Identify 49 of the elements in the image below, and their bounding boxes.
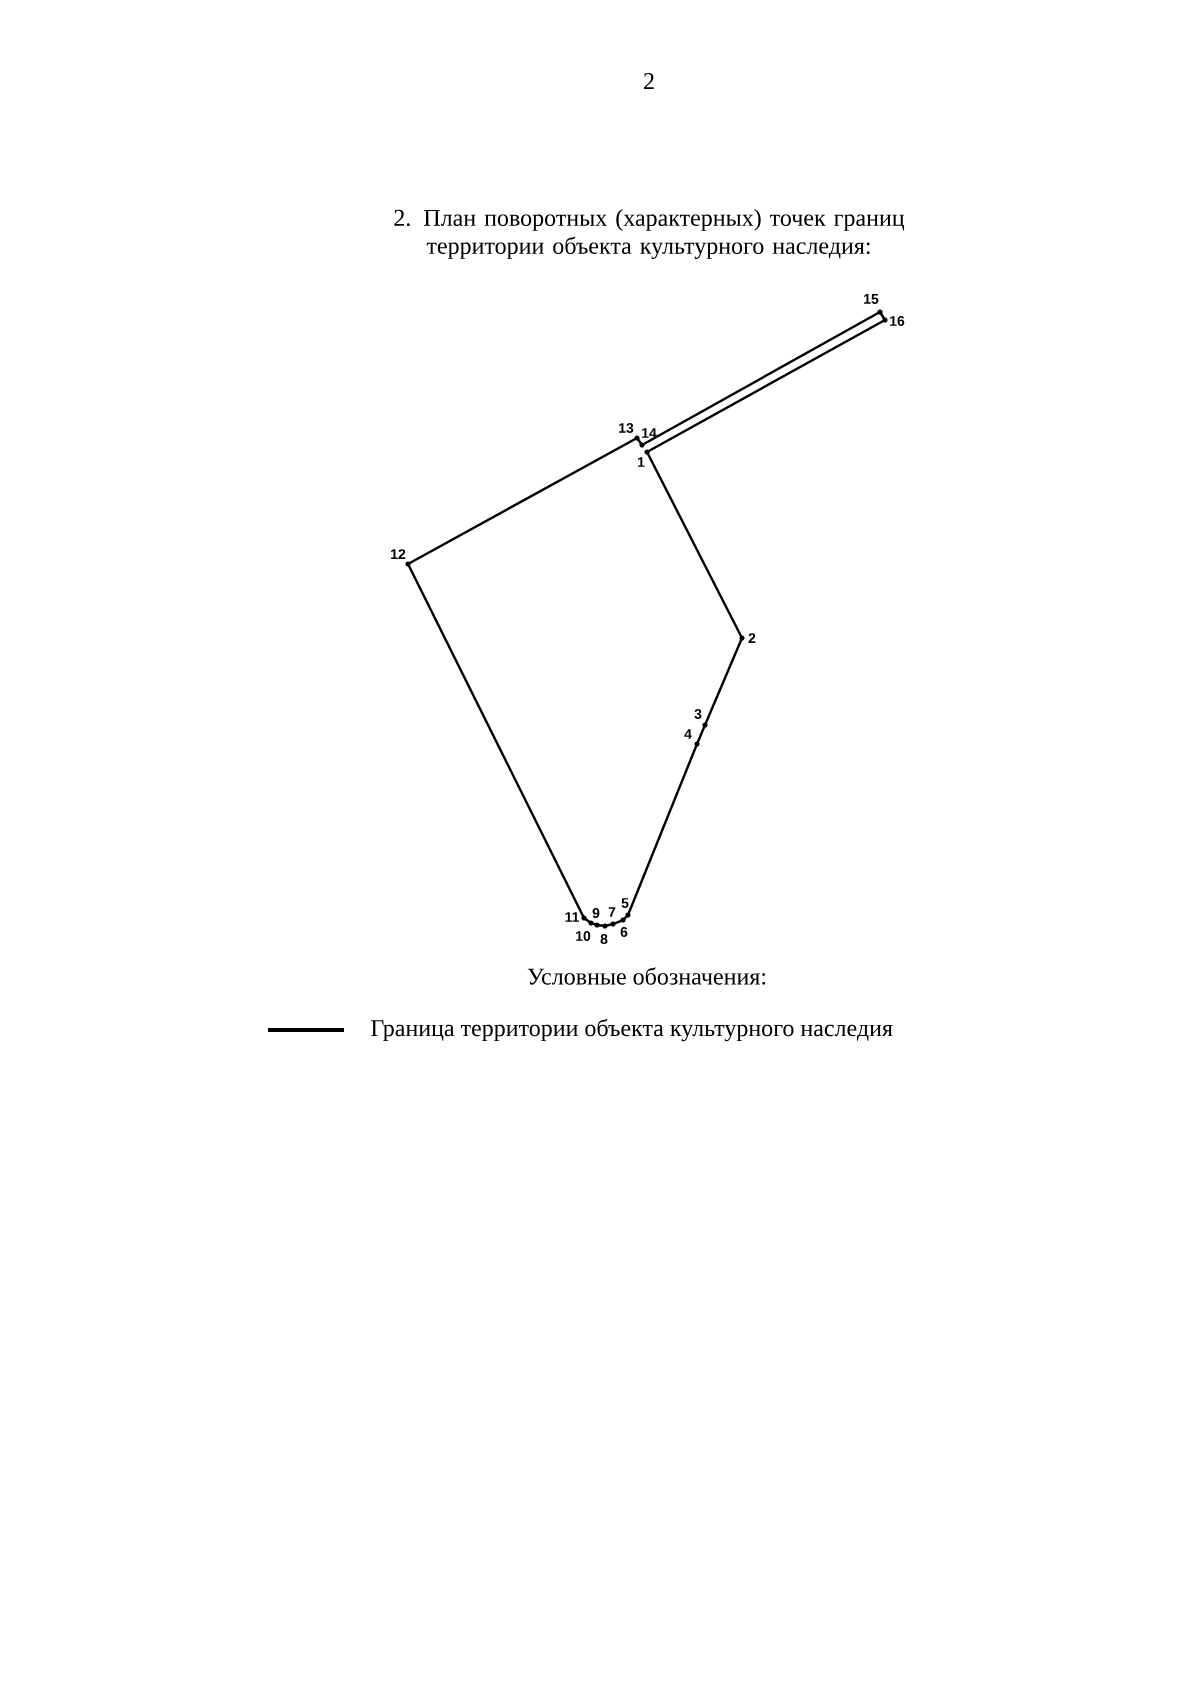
point-number: 3 (694, 709, 702, 719)
point-number: 4 (684, 729, 692, 739)
point-number: 9 (592, 908, 600, 918)
boundary-point (644, 449, 650, 455)
boundary-line (596, 923, 606, 928)
boundary-line (583, 917, 592, 924)
point-number: 14 (642, 428, 657, 438)
point-number: 2 (748, 633, 756, 643)
boundary-point (620, 917, 626, 923)
boundary-line (622, 914, 629, 921)
page-number: 2 (644, 73, 654, 89)
boundary-line (626, 743, 699, 916)
point-number: 12 (391, 549, 406, 559)
point-number: 16 (890, 316, 905, 326)
point-number: 15 (864, 294, 879, 304)
point-number: 6 (620, 927, 628, 937)
point-number: 7 (608, 907, 616, 917)
heading: 2. План поворотных (характерных) точек границ территории объекта культурного наследия: (394, 209, 905, 259)
boundary-point (581, 915, 587, 921)
boundary-line (590, 921, 598, 927)
boundary-point (694, 741, 700, 747)
boundary-point (882, 317, 888, 323)
boundary-line (695, 724, 707, 745)
point-number: 11 (565, 912, 579, 922)
legend-heading: Условные обозначения: (527, 967, 766, 985)
point-number: 10 (576, 931, 591, 941)
boundary-line (604, 922, 614, 928)
point-number: 1 (638, 457, 645, 467)
boundary-point (610, 921, 616, 927)
boundary-line (703, 637, 744, 726)
boundary-point (588, 920, 594, 926)
boundary-point (634, 435, 640, 441)
boundary-point (877, 309, 883, 315)
boundary-point (405, 561, 411, 567)
boundary-point (594, 922, 600, 928)
boundary-line (407, 436, 638, 566)
point-number: 5 (621, 898, 629, 908)
point-number: 13 (619, 423, 634, 433)
point-number: 8 (600, 934, 608, 944)
boundary-point (702, 722, 708, 728)
legend-text: Граница территории объекта культурного наследия (371, 1018, 893, 1042)
boundary-line (612, 918, 624, 926)
boundary-line (879, 311, 887, 321)
boundary-point (602, 923, 608, 929)
boundary-line (406, 563, 586, 919)
boundary-line (645, 451, 744, 639)
boundary-line (636, 437, 643, 446)
boundary-point (639, 442, 645, 448)
boundary-point (625, 912, 631, 918)
